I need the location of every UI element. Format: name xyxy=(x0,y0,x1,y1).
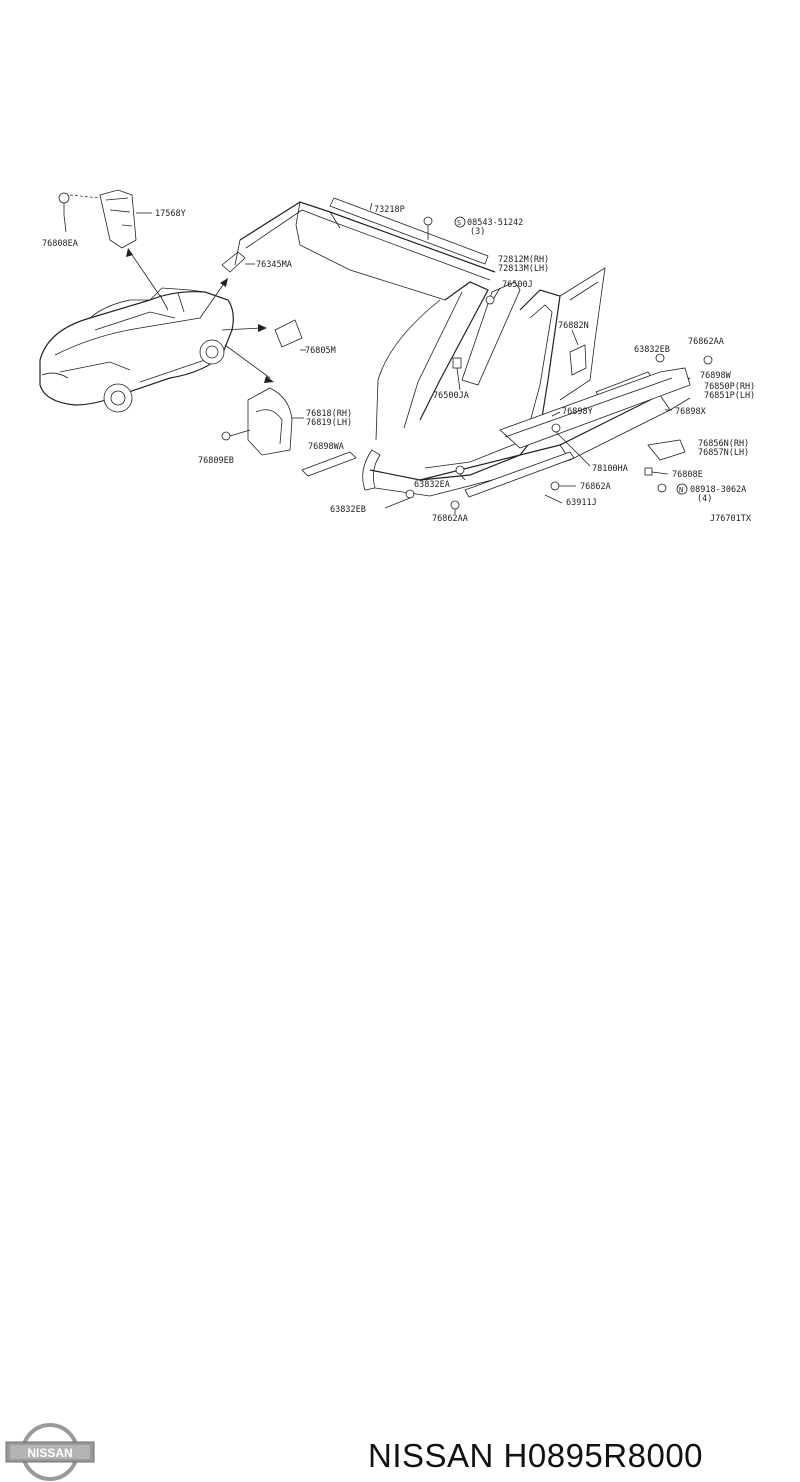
part-76808E xyxy=(644,467,653,476)
callout-08918-qty: (4) xyxy=(697,494,712,504)
part-76856N xyxy=(647,439,686,461)
callout-76819: 76819(LH) xyxy=(306,418,352,428)
part-78100HA xyxy=(464,451,575,498)
callout-76851P: 76851P(LH) xyxy=(704,391,755,401)
callout-76805M: 76805M xyxy=(305,346,336,356)
callout-76857N: 76857N(LH) xyxy=(698,448,749,458)
callout-63911J: 63911J xyxy=(566,498,597,508)
parts-diagram: 17568Y 76808EA 76345MA 76805M 76818(RH) … xyxy=(39,189,755,524)
overview-arrows xyxy=(126,248,274,383)
part-76882N xyxy=(569,344,587,376)
callout-76862AA-right: 76862AA xyxy=(688,337,724,347)
clip-63832EB-right xyxy=(655,353,665,363)
callout-72813M: 72813M(LH) xyxy=(498,264,549,274)
callout-63832EB-right: 63832EB xyxy=(634,345,670,355)
callout-76808E: 76808E xyxy=(672,470,703,480)
part-76805M xyxy=(274,319,303,348)
callout-08918: 08918-3062A xyxy=(690,485,746,495)
callout-76898X: 76898X xyxy=(675,407,707,417)
callout-72812M: 72812M(RH) xyxy=(498,255,549,265)
callout-76500JA: 76500JA xyxy=(433,391,469,401)
callout-63832EA: 63832EA xyxy=(414,480,450,490)
callout-76898WA: 76898WA xyxy=(308,442,344,452)
part-73218P xyxy=(329,197,489,265)
car-overview xyxy=(39,287,234,413)
callout-63832EB-left: 63832EB xyxy=(330,505,366,515)
callout-76898Y: 76898Y xyxy=(562,407,593,417)
part-72812M xyxy=(461,281,521,386)
callout-76345MA: 76345MA xyxy=(256,260,292,270)
callout-17568Y: 17568Y xyxy=(155,209,186,219)
callout-76850P: 76850P(RH) xyxy=(704,382,755,392)
callout-76808EA: 76808EA xyxy=(42,239,78,249)
n-symbol-icon xyxy=(676,483,688,495)
callout-76856N: 76856N(RH) xyxy=(698,439,749,449)
footer: NISSAN NISSAN H0895R8000 xyxy=(0,700,800,1481)
clip-76862AA-left xyxy=(450,500,460,510)
part-76850P xyxy=(499,367,691,449)
drawing-code: J76701TX xyxy=(710,514,752,524)
part-76345MA xyxy=(221,251,246,273)
part-76500J xyxy=(485,295,495,305)
callout-76862A: 76862A xyxy=(580,482,611,492)
callout-73218P: 73218P xyxy=(374,205,405,215)
callout-76862AA-left: 76862AA xyxy=(432,514,468,524)
callout-08543-qty: (3) xyxy=(470,227,485,237)
callout-76818: 76818(RH) xyxy=(306,409,352,419)
clip-63832EA xyxy=(455,465,465,475)
callout-08543: 08543-51242 xyxy=(467,218,523,228)
clip-76862A xyxy=(550,481,560,491)
part-number-title: NISSAN H0895R8000 xyxy=(368,1437,704,1474)
callout-76882N: 76882N xyxy=(558,321,589,331)
callout-78100HA: 78100HA xyxy=(592,464,628,474)
part-76898WA xyxy=(301,451,357,477)
clip-63832EB-left xyxy=(405,489,415,499)
svg-text:S: S xyxy=(457,219,461,227)
callout-76809EB: 76809EB xyxy=(198,456,234,466)
svg-text:NISSAN: NISSAN xyxy=(27,1446,72,1460)
nissan-logo: NISSAN xyxy=(5,1423,95,1481)
svg-text:N: N xyxy=(679,486,683,494)
callout-76500J: 76500J xyxy=(502,280,533,290)
clip-08543: S xyxy=(423,216,466,240)
part-76500JA xyxy=(452,357,462,369)
part-17568Y xyxy=(58,189,152,249)
callout-76898W: 76898W xyxy=(700,371,732,381)
part-wheel-liner xyxy=(221,387,304,456)
clip-76862AA-right xyxy=(703,355,713,365)
